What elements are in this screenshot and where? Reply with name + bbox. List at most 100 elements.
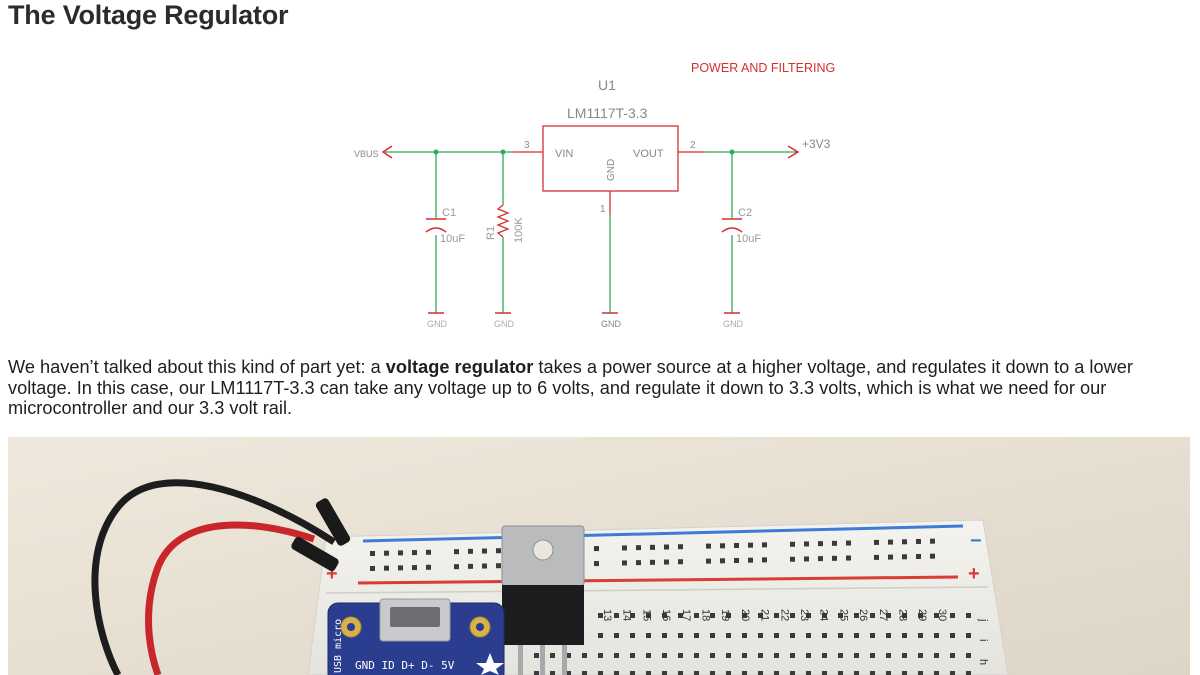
rail-hole xyxy=(482,563,487,569)
column-number: 14 xyxy=(621,609,633,621)
terminal-hole xyxy=(966,671,971,675)
c2-value: 10uF xyxy=(736,233,761,245)
terminal-hole xyxy=(598,633,603,638)
terminal-hole xyxy=(758,653,763,658)
star-logo-icon xyxy=(476,653,504,675)
terminal-hole xyxy=(630,671,635,675)
paragraph-bold-term: voltage regulator xyxy=(385,357,534,377)
terminal-hole xyxy=(950,671,955,675)
terminal-hole xyxy=(790,671,795,675)
rail-hole xyxy=(762,557,767,563)
capacitor-c2-icon xyxy=(721,227,743,233)
rail-hole xyxy=(916,538,921,544)
terminal-hole xyxy=(886,671,891,675)
rail-hole xyxy=(818,541,823,547)
terminal-hole xyxy=(710,671,715,675)
pin-vout-label: VOUT xyxy=(633,148,664,160)
pin-gnd-label: GND xyxy=(606,159,617,181)
terminal-hole xyxy=(646,613,651,618)
rail-hole xyxy=(790,541,795,547)
rail-hole xyxy=(888,554,893,560)
terminal-hole xyxy=(934,653,939,658)
rail-hole xyxy=(384,565,389,571)
column-number: 19 xyxy=(719,609,731,621)
terminal-hole xyxy=(950,653,955,658)
column-number: 26 xyxy=(857,609,869,621)
terminal-hole xyxy=(886,653,891,658)
rail-hole xyxy=(622,545,627,551)
pin-vin-label: VIN xyxy=(555,148,573,160)
terminal-hole xyxy=(550,671,555,675)
terminal-hole xyxy=(678,613,683,618)
rail-holes xyxy=(370,538,935,571)
rail-hole xyxy=(370,551,375,556)
capacitor-c1-icon xyxy=(425,227,447,233)
rail-blue-line xyxy=(362,524,964,543)
terminal-hole xyxy=(742,671,747,675)
rail-hole xyxy=(594,561,599,567)
terminal-hole xyxy=(918,653,923,658)
terminal-hole xyxy=(870,671,875,675)
terminal-hole xyxy=(822,653,827,658)
column-number: 13 xyxy=(601,609,613,621)
rail-hole xyxy=(426,549,431,555)
terminal-hole xyxy=(726,613,731,618)
terminal-hole xyxy=(630,633,635,638)
terminal-hole xyxy=(710,613,715,618)
terminal-hole xyxy=(694,653,699,658)
terminal-hole xyxy=(774,653,779,658)
terminal-hole xyxy=(614,613,619,618)
rail-hole xyxy=(846,540,851,546)
terminal-hole xyxy=(662,653,667,658)
c1-value: 10uF xyxy=(440,233,465,245)
terminal-hole xyxy=(902,671,907,675)
pin-num-out: 2 xyxy=(690,140,696,151)
rail-hole xyxy=(678,544,683,550)
terminal-hole xyxy=(758,633,763,638)
rail-hole xyxy=(846,555,851,561)
terminal-hole xyxy=(950,613,955,618)
column-number: 25 xyxy=(837,609,849,621)
terminal-hole xyxy=(902,613,907,618)
terminal-hole xyxy=(598,613,603,618)
rail-hole xyxy=(902,554,907,560)
column-number: 18 xyxy=(700,609,712,621)
page-title: The Voltage Regulator xyxy=(8,0,289,30)
c1-ref: C1 xyxy=(442,207,456,219)
rail-hole xyxy=(426,564,431,570)
rail-hole xyxy=(748,542,753,548)
terminal-hole xyxy=(966,653,971,658)
terminal-hole xyxy=(726,633,731,638)
rail-hole xyxy=(916,553,921,559)
terminal-hole xyxy=(822,633,827,638)
rail-hole xyxy=(398,565,403,571)
resistor-r1-icon xyxy=(496,204,510,238)
terminal-hole xyxy=(710,653,715,658)
terminal-hole xyxy=(934,613,939,618)
rail-hole xyxy=(622,560,627,566)
rail-hole xyxy=(720,558,725,564)
gnd-label: GND xyxy=(427,319,448,329)
terminal-hole xyxy=(614,671,619,675)
body-paragraph: We haven’t talked about this kind of par… xyxy=(8,357,1194,419)
terminal-hole xyxy=(774,671,779,675)
terminal-hole xyxy=(614,653,619,658)
column-number: 20 xyxy=(739,609,751,621)
rail-hole xyxy=(454,564,459,570)
terminal-hole xyxy=(694,633,699,638)
rail-minus-right: − xyxy=(970,530,982,552)
schematic-diagram: POWER AND FILTERING U1 LM1117T-3.3 VIN V… xyxy=(354,61,835,329)
terminal-hole xyxy=(918,613,923,618)
terminal-hole xyxy=(854,633,859,638)
terminal-hole xyxy=(854,671,859,675)
terminal-hole xyxy=(838,633,843,638)
net-vbus-label: VBUS xyxy=(354,149,379,159)
terminal-hole xyxy=(902,653,907,658)
row-letter: i xyxy=(977,639,989,641)
rail-hole xyxy=(888,539,893,545)
terminal-hole xyxy=(678,633,683,638)
terminal-hole xyxy=(614,633,619,638)
